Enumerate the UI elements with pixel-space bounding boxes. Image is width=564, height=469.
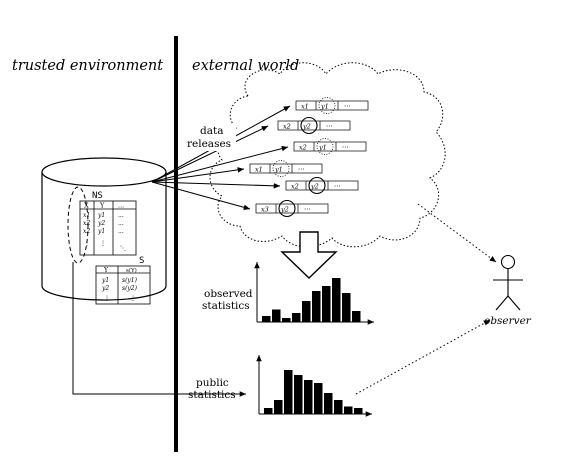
release-more-cell: ⋯ — [298, 165, 305, 173]
release-arrows — [151, 105, 291, 211]
release-y-highlight — [308, 176, 326, 195]
cloud-to-observer-arrow — [417, 203, 497, 263]
ns-cell: x2 — [83, 220, 90, 227]
release-row: x2 y2 ⋯ — [285, 176, 359, 195]
aggregation-arrow — [280, 231, 338, 279]
observed-bar — [342, 293, 351, 322]
data-releases-label-1: data — [200, 125, 223, 137]
x-column-highlight — [67, 186, 89, 264]
release-y-highlight — [316, 138, 334, 155]
observed-bar — [332, 278, 341, 322]
external-world-label: external world — [192, 58, 299, 74]
public-to-observer-arrow — [355, 319, 491, 395]
trusted-environment-label: trusted environment — [12, 58, 163, 74]
svg-text:⋮: ⋮ — [84, 240, 90, 247]
release-more-cell: ⋯ — [342, 143, 349, 151]
ns-header-x: X — [84, 202, 89, 210]
public-statistics-label-1: public — [196, 377, 229, 389]
public-bar — [264, 408, 273, 414]
ns-table: NS X Y ... x1 y1 ... x2 y2 ... x2 y1 ...… — [79, 191, 137, 256]
release-more-cell: ⋯ — [344, 102, 351, 110]
observed-statistics-label-2: statistics — [202, 300, 250, 312]
release-x-value: x3 — [261, 205, 269, 213]
ns-cell: ... — [118, 212, 124, 219]
observed-bar — [312, 291, 321, 322]
s-cell: y1 — [101, 277, 109, 284]
release-y-value: y1 — [274, 165, 283, 173]
public-histogram — [256, 355, 372, 417]
release-y-value: y1 — [320, 102, 329, 110]
data-releases-label-2: releases — [187, 138, 231, 150]
release-row: x3 y2 ⋯ — [255, 199, 329, 218]
release-y-value: y2 — [302, 122, 311, 130]
s-header-sy: s(Y) — [126, 267, 137, 274]
release-more-cell: ⋯ — [326, 122, 333, 130]
ns-table-title: NS — [92, 191, 103, 201]
public-bar — [304, 380, 313, 414]
release-y-highlight — [318, 97, 336, 114]
public-statistics-label-2: statistics — [188, 389, 236, 401]
ns-cell: x2 — [83, 228, 90, 235]
release-y-value: y2 — [310, 182, 319, 190]
ns-cell: y1 — [97, 228, 105, 235]
public-bar — [314, 383, 323, 414]
observed-bar — [262, 316, 271, 322]
release-row: x1 y1 ⋯ — [295, 97, 369, 114]
release-x-value: x2 — [283, 122, 291, 130]
external-world-cloud — [209, 62, 446, 248]
s-cell: y2 — [101, 285, 109, 292]
public-bar — [294, 375, 303, 414]
ns-cell: ... — [118, 220, 124, 227]
svg-text:⋱: ⋱ — [120, 245, 126, 252]
public-bar — [334, 400, 343, 414]
data-releases: x1 y1 ⋯ x2 y2 ⋯ x2 y1 ⋯ x1 y1 ⋯ x2 y2 ⋯ x3 y2 ⋯ — [249, 97, 369, 218]
ns-header-more: ... — [118, 202, 124, 210]
svg-text:⋮: ⋮ — [100, 240, 106, 247]
s-cell: s(y1) — [122, 277, 138, 284]
release-more-cell: ⋯ — [304, 205, 311, 213]
observed-bar — [292, 313, 301, 322]
svg-text:⋮: ⋮ — [104, 295, 110, 302]
release-more-cell: ⋯ — [334, 182, 341, 190]
database-cylinder — [41, 157, 167, 301]
observed-histogram — [254, 262, 374, 325]
public-stats-connector — [72, 262, 246, 397]
public-bar — [274, 400, 283, 414]
s-cell: s(y2) — [122, 285, 138, 292]
observed-bar — [352, 311, 361, 322]
s-header-y: Y — [103, 267, 109, 274]
release-row: x2 y1 ⋯ — [293, 138, 367, 155]
s-table: S Y s(Y) y1 s(y1) y2 s(y2) ⋮ ⋮ — [95, 256, 151, 305]
release-row: x1 y1 ⋯ — [249, 160, 323, 177]
ns-cell: y2 — [97, 220, 105, 227]
s-table-title: S — [139, 256, 144, 266]
ns-header-y: Y — [99, 202, 105, 210]
release-x-value: x2 — [291, 182, 299, 190]
observer-figure — [493, 254, 523, 311]
observed-bar — [272, 309, 281, 322]
observed-bar — [322, 286, 331, 322]
release-x-value: x1 — [301, 102, 309, 110]
release-y-highlight — [272, 160, 290, 177]
observed-bar — [282, 318, 291, 322]
release-x-value: x2 — [299, 143, 307, 151]
release-y-value: y2 — [280, 205, 289, 213]
ns-cell: y1 — [97, 212, 105, 219]
public-bar — [344, 406, 353, 414]
observed-bar — [302, 301, 311, 322]
observed-statistics-label-1: observed — [204, 288, 253, 300]
public-bar — [354, 408, 363, 414]
ns-cell: x1 — [83, 212, 90, 219]
svg-text:⋮: ⋮ — [130, 295, 136, 302]
ns-cell: ... — [118, 228, 124, 235]
public-bar — [324, 393, 333, 414]
release-row: x2 y2 ⋯ — [277, 116, 351, 135]
release-y-highlight — [300, 116, 318, 135]
observer-label: observer — [484, 315, 532, 327]
public-bar — [284, 370, 293, 414]
release-y-highlight — [278, 199, 296, 218]
release-x-value: x1 — [255, 165, 263, 173]
release-y-value: y1 — [318, 143, 327, 151]
